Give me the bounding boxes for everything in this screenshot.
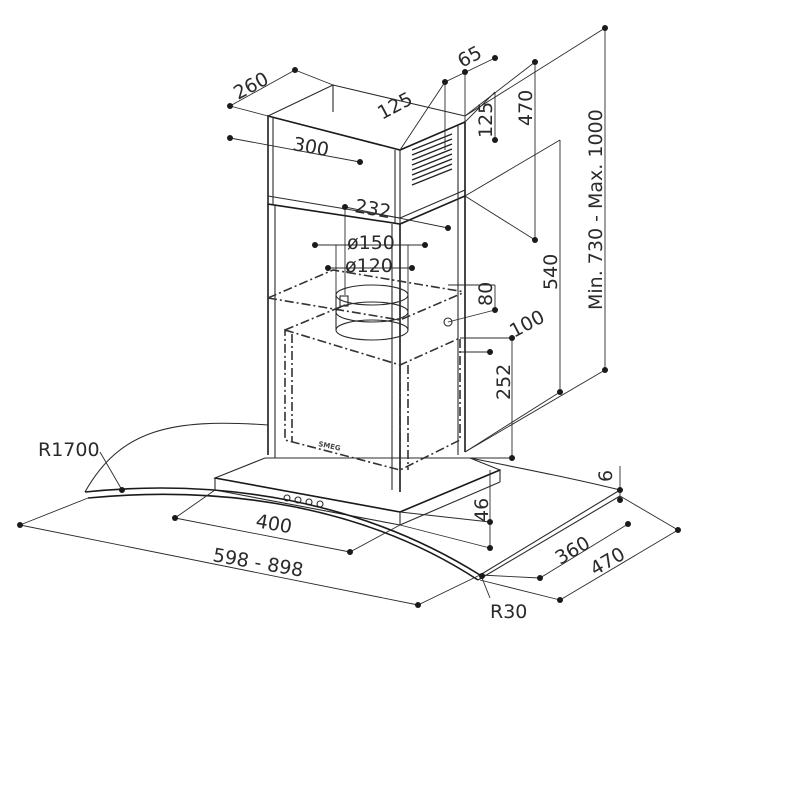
label-collar-height: 80 — [475, 282, 497, 306]
dimension-lines — [19, 27, 679, 606]
label-outlet-outer-diameter: ø150 — [347, 232, 395, 254]
label-outlet-offset: 232 — [353, 195, 393, 223]
label-chimney-width: 300 — [291, 133, 331, 161]
label-total-height: Min. 730 - Max. 1000 — [585, 109, 607, 310]
glass-canopy — [84, 422, 621, 581]
label-vent-height: 125 — [475, 102, 497, 138]
label-canopy-width: 598 - 898 — [211, 544, 305, 582]
dimension-labels: 260 300 125 65 125 470 Min. 730 - Max. 1… — [38, 42, 629, 623]
label-motor-offset: 100 — [506, 306, 548, 342]
label-outlet-inner-diameter: ø120 — [345, 255, 393, 277]
label-canopy-depth: 470 — [587, 543, 629, 580]
label-hood-height: 46 — [471, 498, 493, 522]
label-glass-thickness: 6 — [595, 470, 617, 482]
label-corner-radius: R30 — [490, 601, 527, 623]
label-body-height: 540 — [540, 254, 562, 290]
label-body-width: 400 — [254, 510, 294, 538]
canopy-base — [213, 457, 502, 526]
internal-outline — [267, 269, 466, 471]
label-chimney-depth: 260 — [230, 68, 272, 104]
label-glass-radius: R1700 — [38, 439, 100, 461]
label-vent-width: 65 — [454, 42, 486, 73]
lower-chimney — [267, 196, 466, 492]
label-upper-chimney: 470 — [515, 90, 537, 126]
label-motor-height: 252 — [493, 364, 515, 400]
label-vent-offset: 125 — [374, 88, 416, 124]
dimension-dots — [17, 25, 681, 608]
